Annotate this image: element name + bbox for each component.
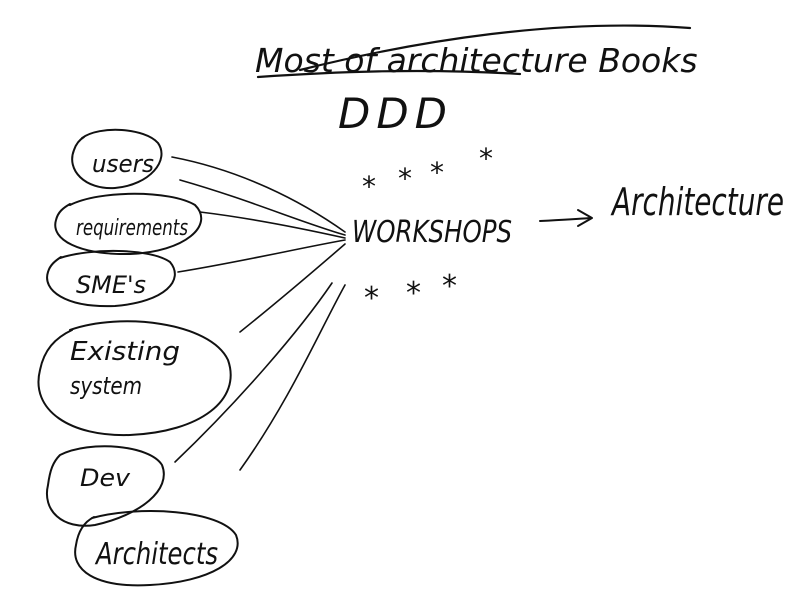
star-icon: * <box>442 269 457 304</box>
bubble-outline <box>37 320 232 437</box>
input-label: requirements <box>76 216 188 241</box>
star-icon: * <box>479 142 493 175</box>
arrow-head-icon <box>577 209 593 227</box>
bubble-outline <box>74 510 239 587</box>
input-label: users <box>92 150 154 178</box>
input-bubble-requirements: requirements <box>54 192 203 256</box>
connector-dev <box>174 282 333 463</box>
architecture-label: Architecture <box>610 180 784 224</box>
connector-requirements <box>199 211 346 239</box>
star-icon: * <box>364 281 379 316</box>
star-icon: * <box>406 276 421 311</box>
input-bubble-users: users <box>71 128 163 190</box>
connector-users <box>171 156 346 233</box>
input-label: Architects <box>94 537 218 572</box>
bubble-outline <box>46 249 176 308</box>
title-underline <box>256 69 522 79</box>
input-label-line2: system <box>70 372 142 400</box>
input-label: SME's <box>76 271 146 299</box>
input-label: Dev <box>80 464 131 492</box>
star-icon: * <box>430 156 444 189</box>
input-bubble-architects: Architects <box>74 510 239 587</box>
star-icon: * <box>362 170 376 203</box>
star-icon: * <box>398 162 412 195</box>
stars-above: * * * * <box>362 142 493 203</box>
bubble-outline <box>54 192 203 256</box>
arrow-to-architecture <box>539 209 593 227</box>
connector-lines <box>171 156 346 471</box>
subtitle-ddd: DDD <box>338 89 453 138</box>
bubble-outline <box>71 128 163 190</box>
input-bubble-dev: Dev <box>45 445 165 527</box>
title-strikethrough <box>298 24 692 72</box>
connector-existing <box>239 243 346 333</box>
stars-below: * * * <box>364 269 457 316</box>
bubble-outline <box>45 445 165 527</box>
title-group: Most of architecture Books <box>255 24 698 80</box>
connector-architects <box>239 284 346 471</box>
input-bubble-existing-system: Existing system <box>37 320 232 437</box>
input-label-line1: Existing <box>70 337 180 367</box>
connector-users-2 <box>179 179 346 236</box>
workshops-label: WORKSHOPS <box>352 215 512 250</box>
connector-sme <box>177 239 346 273</box>
input-bubble-sme: SME's <box>46 249 176 308</box>
arrow-shaft <box>539 217 591 222</box>
